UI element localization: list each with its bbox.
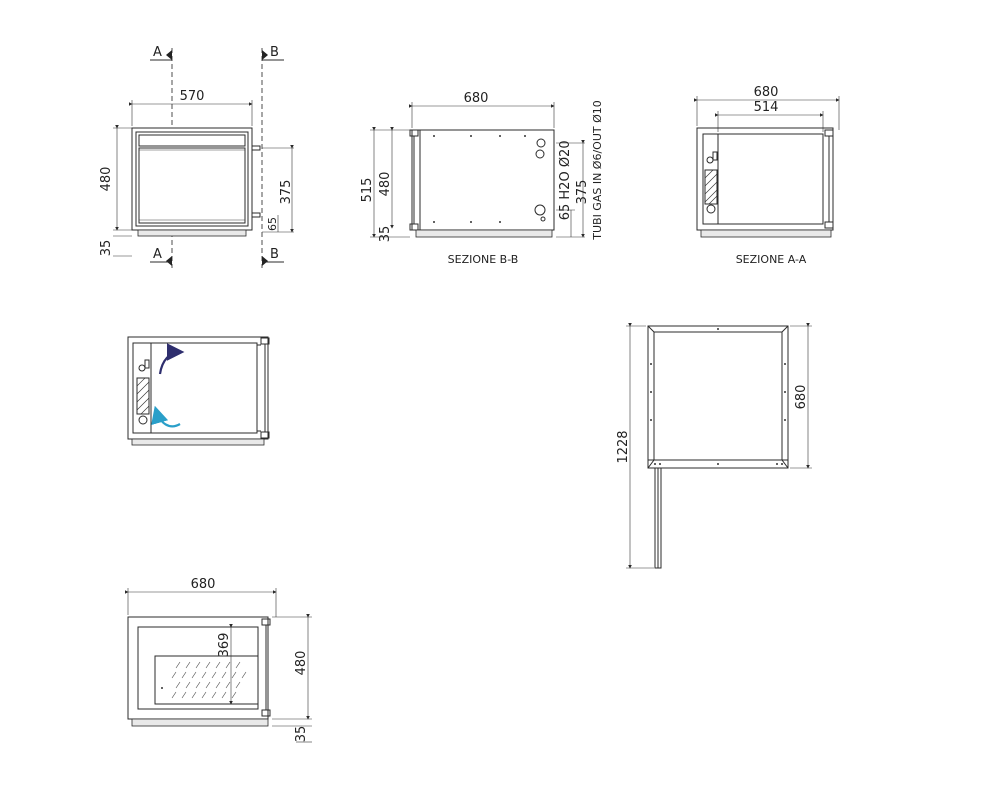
bb-cabinet xyxy=(411,129,555,231)
bottom-grille xyxy=(154,655,259,705)
aa-caption: SEZIONE A-A xyxy=(736,253,807,266)
front-cabinet xyxy=(131,127,253,231)
bb-dim-total-height: 515 xyxy=(360,178,375,203)
section-b-label-top: B xyxy=(270,45,279,60)
front-pipe-lower xyxy=(251,212,261,218)
front-dim-pipe-low: 65 xyxy=(266,217,279,231)
airflow-out-arrow xyxy=(158,343,185,375)
bb-dim-pipe-low: 65 xyxy=(558,204,573,221)
bb-pipe-upper xyxy=(536,138,546,148)
bottom-dim-height: 480 xyxy=(294,651,309,676)
bottom-dim-width: 680 xyxy=(191,577,216,592)
front-dim-pipe-span: 375 xyxy=(279,180,294,205)
bb-dim-pipe-span: 375 xyxy=(575,180,590,205)
aa-dim-inner-width: 514 xyxy=(754,100,779,115)
top-dim-width: 680 xyxy=(794,385,809,410)
aa-cabinet xyxy=(696,127,834,231)
bottom-base xyxy=(131,718,269,727)
bb-dim-height: 480 xyxy=(378,172,393,197)
bottom-dim-grille: 369 xyxy=(217,633,232,658)
bb-pipe-upper-2 xyxy=(535,149,545,159)
front-base xyxy=(137,229,247,237)
airflow-view xyxy=(127,336,270,446)
bb-dim-base: 35 xyxy=(378,226,393,243)
bottom-dim-base: 35 xyxy=(294,726,309,743)
bottom-view: 369 680 480 35 xyxy=(125,577,312,743)
bb-label-gas: TUBI GAS IN Ø6/OUT Ø10 xyxy=(591,100,604,241)
aa-base xyxy=(700,229,832,238)
bb-pipe-lower xyxy=(534,204,546,216)
bottom-grille-slots xyxy=(171,661,247,699)
section-bb-view: 680 515 480 35 65 375 H2O Ø20 TUBI GAS I… xyxy=(360,91,604,266)
airflow-base xyxy=(131,438,265,446)
section-a-label-bottom: A xyxy=(153,247,162,262)
section-b-label-bottom: B xyxy=(270,247,279,262)
bottom-cabinet xyxy=(127,616,269,720)
top-view: 680 1228 xyxy=(616,323,812,569)
front-dim-base: 35 xyxy=(99,240,114,257)
aa-dim-total-width: 680 xyxy=(754,85,779,100)
section-a-label-top: A xyxy=(153,45,162,60)
front-view: A A B B 570 480 35 xyxy=(99,45,294,268)
front-dim-height: 480 xyxy=(99,167,114,192)
bb-dim-width: 680 xyxy=(464,91,489,106)
bb-caption: SEZIONE B-B xyxy=(448,253,519,266)
bb-base xyxy=(415,229,553,238)
airflow-in-arrow xyxy=(151,405,181,428)
front-dim-width: 570 xyxy=(180,89,205,104)
bb-label-h2o: H2O Ø20 xyxy=(558,140,573,199)
aa-evaporator xyxy=(704,169,718,205)
top-dim-total-height: 1228 xyxy=(616,430,631,463)
section-aa-view: 680 514 SEZIONE A-A xyxy=(694,85,840,266)
front-pipe-upper xyxy=(251,145,261,151)
top-cabinet xyxy=(647,325,789,469)
